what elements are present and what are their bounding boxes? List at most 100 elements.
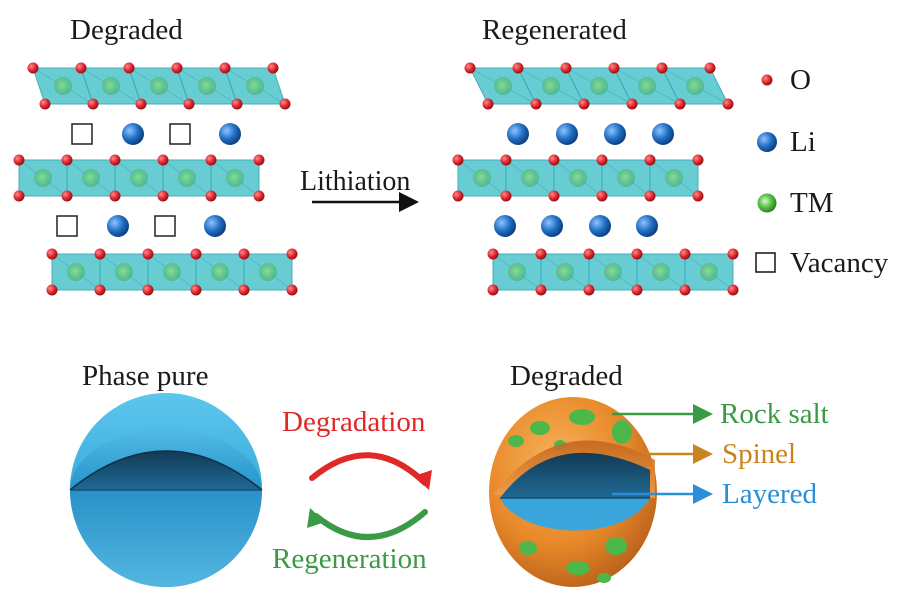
o-atom — [219, 62, 231, 74]
o-atom — [46, 284, 58, 296]
o-atom — [631, 248, 643, 260]
tm-atom — [700, 263, 718, 281]
regenerated-structure-title: Regenerated — [482, 14, 627, 46]
o-atom — [727, 248, 739, 260]
tm-atom — [652, 263, 670, 281]
legend-tm-label: TM — [790, 187, 834, 219]
tm-oxygen-slab — [487, 248, 739, 296]
tm-atom — [163, 263, 181, 281]
tm-atom — [473, 169, 491, 187]
o-atom — [583, 248, 595, 260]
legend — [755, 74, 777, 273]
o-atom — [142, 284, 154, 296]
o-atom — [656, 62, 668, 74]
o-atom — [644, 154, 656, 166]
o-atom — [157, 190, 169, 202]
o-atom — [452, 154, 464, 166]
li-atom — [507, 123, 529, 145]
o-atom — [286, 284, 298, 296]
o-atom — [27, 62, 39, 74]
tm-oxygen-slab — [464, 62, 734, 110]
tm-atom — [54, 77, 72, 95]
phase-pure-title: Phase pure — [82, 360, 209, 392]
li-atom — [122, 123, 144, 145]
vacancy-square — [56, 215, 78, 237]
tm-oxygen-slab — [27, 62, 291, 110]
tm-atom — [508, 263, 526, 281]
o-atom — [452, 190, 464, 202]
li-atom — [604, 123, 626, 145]
lithiation-label: Lithiation — [300, 166, 411, 197]
li-atom — [652, 123, 674, 145]
degradation-arrow — [309, 452, 428, 486]
li-atom — [556, 123, 578, 145]
o-atom — [190, 248, 202, 260]
o-atom — [183, 98, 195, 110]
li-atom — [589, 215, 611, 237]
regenerated-crystal-structure — [452, 62, 739, 296]
tm-atom — [150, 77, 168, 95]
li-atom — [541, 215, 563, 237]
tm-atom — [638, 77, 656, 95]
degradation-arrow-head — [414, 470, 432, 490]
o-atom — [279, 98, 291, 110]
rock-salt-label: Rock salt — [720, 398, 829, 430]
tm-atom — [211, 263, 229, 281]
o-atom — [135, 98, 147, 110]
o-atom — [548, 154, 560, 166]
tm-atom — [226, 169, 244, 187]
legend-li-atom-icon — [757, 132, 777, 152]
o-atom — [190, 284, 202, 296]
vacancy-square — [154, 215, 176, 237]
tm-atom — [198, 77, 216, 95]
tm-atom — [259, 263, 277, 281]
o-atom — [205, 154, 217, 166]
tm-atom — [569, 169, 587, 187]
tm-atom — [130, 169, 148, 187]
o-atom — [548, 190, 560, 202]
vacancy-square — [71, 123, 93, 145]
vacancy-square — [169, 123, 191, 145]
tm-atom — [67, 263, 85, 281]
legend-li-label: Li — [790, 126, 816, 158]
o-atom — [94, 284, 106, 296]
o-atom — [535, 284, 547, 296]
tm-atom — [115, 263, 133, 281]
o-atom — [61, 190, 73, 202]
o-atom — [487, 284, 499, 296]
o-atom — [39, 98, 51, 110]
tm-oxygen-slab — [13, 154, 265, 202]
o-atom — [253, 190, 265, 202]
spinel-label: Spinel — [722, 438, 797, 470]
o-atom — [109, 190, 121, 202]
tm-atom — [246, 77, 264, 95]
tm-atom — [34, 169, 52, 187]
o-atom — [530, 98, 542, 110]
o-atom — [560, 62, 572, 74]
o-atom — [109, 154, 121, 166]
o-atom — [500, 154, 512, 166]
degraded-sphere — [489, 397, 657, 587]
o-atom — [487, 248, 499, 260]
tm-atom — [178, 169, 196, 187]
o-atom — [535, 248, 547, 260]
o-atom — [13, 154, 25, 166]
tm-atom — [686, 77, 704, 95]
tm-atom — [82, 169, 100, 187]
o-atom — [644, 190, 656, 202]
o-atom — [596, 154, 608, 166]
tm-atom — [556, 263, 574, 281]
degraded-structure-title: Degraded — [70, 14, 183, 46]
legend-o-atom-icon — [761, 74, 773, 86]
regeneration-arrow — [313, 509, 428, 540]
o-atom — [631, 284, 643, 296]
tm-oxygen-slab — [452, 154, 704, 202]
tm-atom — [590, 77, 608, 95]
li-atom — [204, 215, 226, 237]
tm-oxygen-slab — [46, 248, 298, 296]
o-atom — [692, 154, 704, 166]
o-atom — [286, 248, 298, 260]
o-atom — [727, 284, 739, 296]
o-atom — [267, 62, 279, 74]
